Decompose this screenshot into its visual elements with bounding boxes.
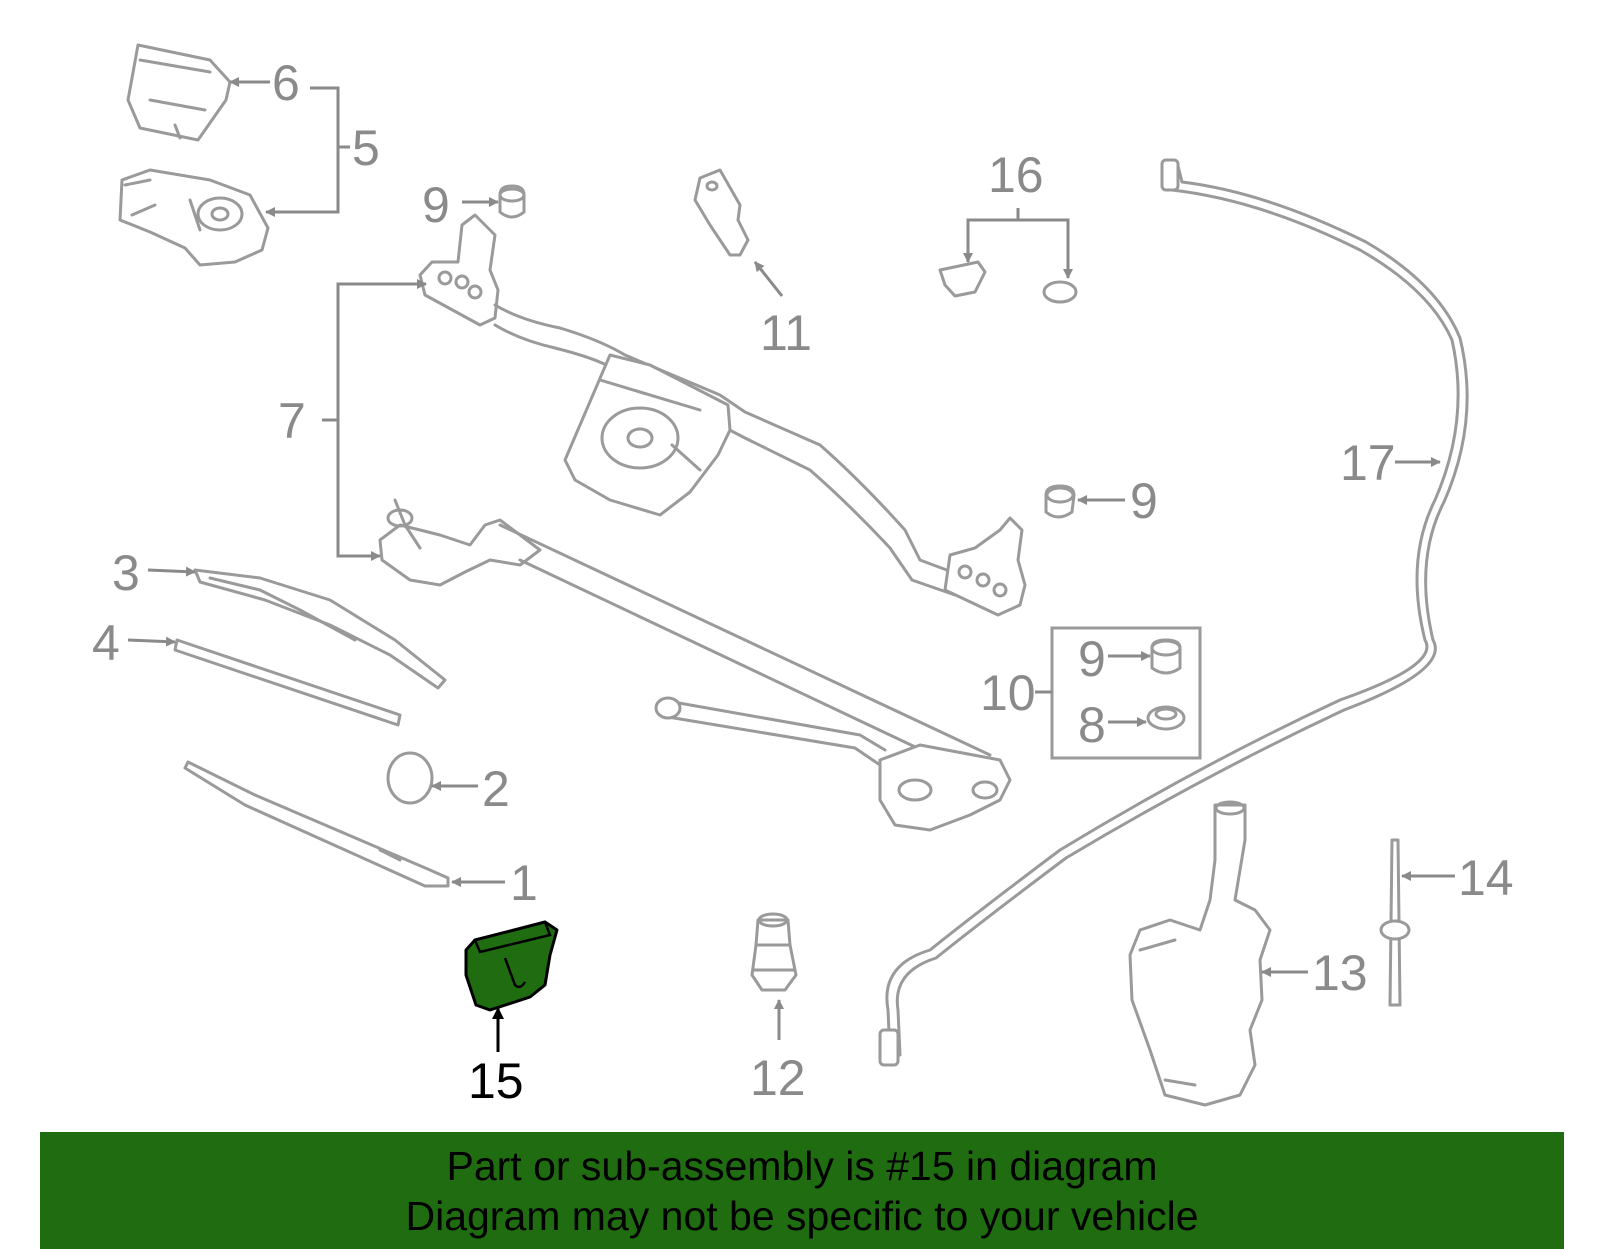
part-7-wiper-linkage bbox=[378, 213, 1027, 832]
callout-16: 16 bbox=[988, 147, 1044, 203]
part-4-blade-insert bbox=[173, 638, 402, 727]
callout-11: 11 bbox=[760, 305, 812, 361]
callout-1: 1 bbox=[510, 855, 538, 911]
callout-15-highlighted: 15 bbox=[468, 1053, 524, 1109]
part-17-washer-hose bbox=[878, 158, 1469, 1067]
part-5-wiper-motor bbox=[118, 168, 270, 267]
leader-lines bbox=[127, 77, 1455, 1052]
info-banner: Part or sub-assembly is #15 in diagram D… bbox=[40, 1132, 1564, 1249]
callout-3: 3 bbox=[112, 545, 140, 601]
callout-13: 13 bbox=[1312, 945, 1368, 1001]
banner-line-1: Part or sub-assembly is #15 in diagram bbox=[446, 1142, 1158, 1189]
part-6-motor-cover bbox=[126, 43, 232, 142]
callout-4: 4 bbox=[92, 615, 120, 671]
part-11-washer-nozzle bbox=[693, 168, 750, 257]
part-9-grommet-top bbox=[498, 184, 526, 219]
part-15-highlighted-cover[interactable] bbox=[464, 920, 559, 1012]
part-1-wiper-arm bbox=[183, 760, 450, 888]
part-13-washer-reservoir bbox=[1128, 800, 1272, 1107]
part-14-clip-rod bbox=[1379, 838, 1411, 1007]
callout-7: 7 bbox=[278, 393, 306, 449]
callout-5: 5 bbox=[352, 120, 380, 176]
callout-17: 17 bbox=[1340, 435, 1396, 491]
part-8-grommet-kit bbox=[1146, 705, 1186, 731]
callout-9-top: 9 bbox=[422, 177, 450, 233]
part-3-wiper-blade bbox=[193, 568, 447, 690]
part-9-grommet-right bbox=[1044, 484, 1076, 519]
part-16-clips bbox=[938, 260, 1078, 304]
callout-9-kit: 9 bbox=[1078, 631, 1106, 687]
part-9-grommet-kit bbox=[1150, 638, 1182, 675]
part-12-washer-pump bbox=[750, 912, 798, 992]
part-2-cap bbox=[386, 751, 434, 805]
callout-10: 10 bbox=[980, 665, 1036, 721]
callout-2: 2 bbox=[482, 761, 510, 817]
banner-line-2: Diagram may not be specific to your vehi… bbox=[405, 1192, 1199, 1239]
callout-9-right: 9 bbox=[1130, 473, 1158, 529]
callout-8-kit: 8 bbox=[1078, 697, 1106, 753]
callout-6: 6 bbox=[272, 55, 300, 111]
callout-12: 12 bbox=[750, 1050, 806, 1106]
callout-14: 14 bbox=[1458, 850, 1514, 906]
